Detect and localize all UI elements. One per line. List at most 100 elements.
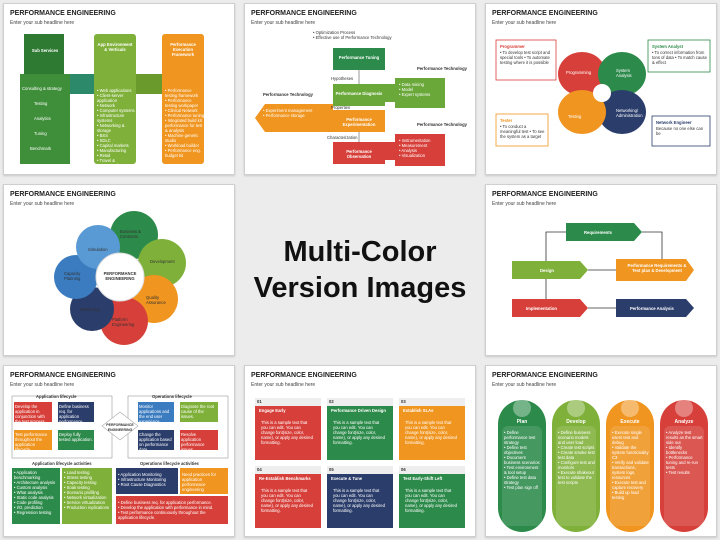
practice-item: • Test performance continuously througho… <box>118 510 206 520</box>
petal-system-analysis: System Analysis <box>616 68 632 78</box>
col2-item: • Manufacturing <box>97 148 127 153</box>
slide-thumbnail-8[interactable]: PERFORMANCE ENGINEERING Enter your sub h… <box>244 365 476 537</box>
label-hypotheses: Hypotheses <box>331 76 354 81</box>
slide-thumbnail-4[interactable]: PERFORMANCE ENGINEERING Enter your sub h… <box>3 184 235 356</box>
phase-title: Plan <box>516 419 528 425</box>
phase-item: • Execute shakeout test to validate the … <box>558 470 594 485</box>
phases-columns-diagram <box>498 399 708 532</box>
step-number: 03 <box>401 399 406 404</box>
sub-service-5: Benchmark <box>30 146 52 151</box>
sub-service-1: Consulting & strategy <box>22 86 62 91</box>
lifecycle-card: Monitor applications and the end user ex… <box>139 404 170 424</box>
note-heading: Network Engineer <box>656 120 692 125</box>
wheel-center-label: PERFORMANCE ENGINEERING <box>103 271 137 281</box>
lifecycle-card: Develop the application in conjunction w… <box>15 404 46 424</box>
slide-title: PERFORMANCE ENGINEERING <box>492 372 598 379</box>
note-body: Because no one else can be <box>656 126 704 136</box>
sub-service-2: Testing <box>34 101 48 106</box>
petal-label: Capacity Planning <box>64 271 81 281</box>
slide-thumbnail-2[interactable]: PERFORMANCE ENGINEERING Enter your sub h… <box>244 3 476 175</box>
step-number: 05 <box>329 467 334 472</box>
note-body: • To develop test script and special too… <box>500 50 551 65</box>
step-number: 06 <box>401 467 406 472</box>
note-body: • To conduct a meaningful test • To see … <box>500 124 545 139</box>
step-title: Engage Early <box>259 408 286 413</box>
center-title-line-1: Multi-Color <box>283 236 437 268</box>
step-body: This is a sample text that you can edit.… <box>405 488 457 513</box>
block-tuning: Performance Tuning <box>338 55 380 60</box>
box-implementation: Implementation <box>526 306 557 311</box>
activity-item: • Custom analysis <box>14 485 48 490</box>
activity-item: • Infrastructure Monitoring <box>118 477 167 482</box>
phase-item: • Test environment & tool setup <box>504 465 539 475</box>
slide-title: PERFORMANCE ENGINEERING <box>251 372 357 379</box>
phase-item: • Validate the system functionality C3 <box>612 445 649 460</box>
slide-thumbnail-1[interactable]: PERFORMANCE ENGINEERING Enter your sub h… <box>3 3 235 175</box>
left-tech-title: Performance Technology <box>263 92 313 97</box>
phase-item: • Build up load testing <box>612 490 639 500</box>
step-title: Test Early-Shift Left <box>403 476 443 481</box>
lifecycle-card: Resolve application performance issues <box>181 432 205 452</box>
practice-item: • Define business req. for application p… <box>118 500 212 505</box>
step-number: 04 <box>257 467 262 472</box>
petal-testing: Testing <box>568 114 582 119</box>
slide-title: PERFORMANCE ENGINEERING <box>10 10 116 17</box>
phase-title: Analyze <box>674 419 694 425</box>
lifecycle-card: Change the application based on performa… <box>139 432 172 452</box>
col3-item: • Integrated build kit performance for t… <box>165 118 203 133</box>
col3-item: • Workload builder <box>165 143 199 148</box>
app-lifecycle-heading: Application lifecycle <box>36 394 77 399</box>
right-tech-item: • Visualization <box>399 153 426 158</box>
activity-item: • Application Monitoring <box>118 472 162 477</box>
activity-item: • Stress testing <box>64 475 92 480</box>
phase-item: • Document business scenarios <box>504 455 540 465</box>
slide-subtitle: Enter your sub headline here <box>492 20 557 26</box>
lifecycle-card: Define business req. for application per… <box>59 404 89 424</box>
col2-item: • Computer systems <box>97 108 135 113</box>
petal-programming: Programming <box>566 70 592 75</box>
phase-item: • Test results <box>666 470 690 475</box>
col2-item: • BSS <box>97 133 109 138</box>
phase-item: • Define test objectives <box>504 445 527 455</box>
lifecycle-card: Deploy fully tested application. <box>59 432 93 442</box>
slide-title: PERFORMANCE ENGINEERING <box>10 372 116 379</box>
note-heading: Tester <box>500 118 513 123</box>
slide-thumbnail-9[interactable]: PERFORMANCE ENGINEERING Enter your sub h… <box>485 365 717 537</box>
left-tech-item: • Experiment management <box>263 108 313 113</box>
phase-item: • Identify bottlenecks <box>666 445 688 455</box>
box-perf-requirements: Performance Requirements & Test plan & D… <box>627 263 687 273</box>
phase-item: • Analyze test results as the smart side… <box>666 430 703 445</box>
col3-item: • Machine generic studio <box>165 133 199 143</box>
activity-item: • Soak testing <box>64 485 90 490</box>
phase-item: • Define test data strategy <box>504 475 536 485</box>
petal-label: Simulation <box>88 247 108 252</box>
activity-item: • Application benchmarking <box>14 470 41 480</box>
phase-item: • Configure test and monitors <box>558 460 595 470</box>
step-title: Re-Establish Benchmarks <box>259 476 311 481</box>
col2-item: • Client-server application <box>97 93 124 103</box>
ops-activities-heading: Operations lifecycle activities <box>140 461 199 466</box>
practice-item: • Develop the application with performan… <box>118 505 214 510</box>
activity-item: • Architecture analysis <box>14 480 56 485</box>
phase-title: Develop <box>566 419 586 425</box>
activity-item: • I/O, prediction <box>14 505 43 510</box>
slide-thumbnail-7[interactable]: PERFORMANCE ENGINEERING Enter your sub h… <box>3 365 235 537</box>
phase-item: • Define performance test strategy <box>504 430 536 445</box>
s2-bullet: • Effective use of Performance Technolog… <box>313 35 392 40</box>
block-diagnosis: Performance Diagnosis <box>335 91 383 96</box>
ops-lifecycle-heading: Operations lifecycle <box>152 394 192 399</box>
phase-item: • Create smoke test test data <box>558 450 595 460</box>
slide-thumbnail-3[interactable]: PERFORMANCE ENGINEERING Enter your sub h… <box>485 3 717 175</box>
slide-thumbnail-6[interactable]: PERFORMANCE ENGINEERING Enter your sub h… <box>485 184 717 356</box>
step-title: Performance Driven Design <box>331 408 386 413</box>
phase-item: • Execute test and capture recovery <box>612 480 646 490</box>
note-heading: System Analyst <box>652 44 684 49</box>
petal-label: Quality Assurance <box>146 295 166 305</box>
step-body: This is a sample text that you can edit.… <box>405 420 457 445</box>
slide-title: PERFORMANCE ENGINEERING <box>492 10 598 17</box>
lifecycle-card: Test performance throughout the applicat… <box>15 432 48 452</box>
step-title: Establish SLAs <box>403 408 434 413</box>
steps-cards-diagram <box>255 398 465 528</box>
right-tech-item: • Expert systems <box>399 92 431 97</box>
